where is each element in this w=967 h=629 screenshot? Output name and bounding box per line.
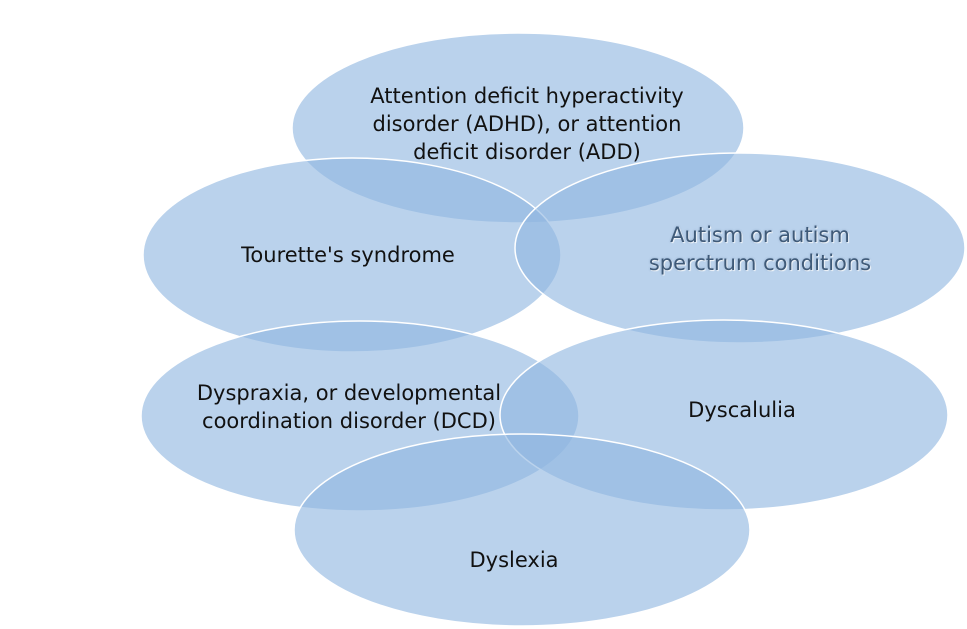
label-dyscalulia: Dyscalulia (688, 396, 796, 424)
label-autism-line-1: Autism or autism (670, 223, 850, 247)
label-dyslexia: Dyslexia (469, 546, 558, 574)
label-dyspraxia-line-2: coordination disorder (DCD) (202, 409, 496, 433)
label-dyscalulia-line-1: Dyscalulia (688, 398, 796, 422)
label-tourettes-line-1: Tourette's syndrome (241, 243, 455, 267)
label-adhd-line-3: deficit disorder (ADD) (413, 140, 641, 164)
label-dyspraxia: Dyspraxia, or developmental coordination… (197, 379, 501, 435)
label-autism-line-2: sperctrum conditions (648, 251, 872, 275)
label-adhd: Attention deficit hyperactivity disorder… (370, 82, 683, 166)
label-dyslexia-line-1: Dyslexia (469, 548, 559, 572)
label-adhd-line-1: Attention deficit hyperactivity (370, 84, 684, 108)
label-tourettes: Tourette's syndrome (241, 241, 455, 269)
label-dyspraxia-line-1: Dyspraxia, or developmental (196, 381, 502, 405)
label-adhd-line-2: disorder (ADHD), or attention (372, 112, 682, 136)
ellipse-dyslexia (293, 433, 751, 627)
label-autism: Autism or autism sperctrum conditions (649, 221, 871, 277)
